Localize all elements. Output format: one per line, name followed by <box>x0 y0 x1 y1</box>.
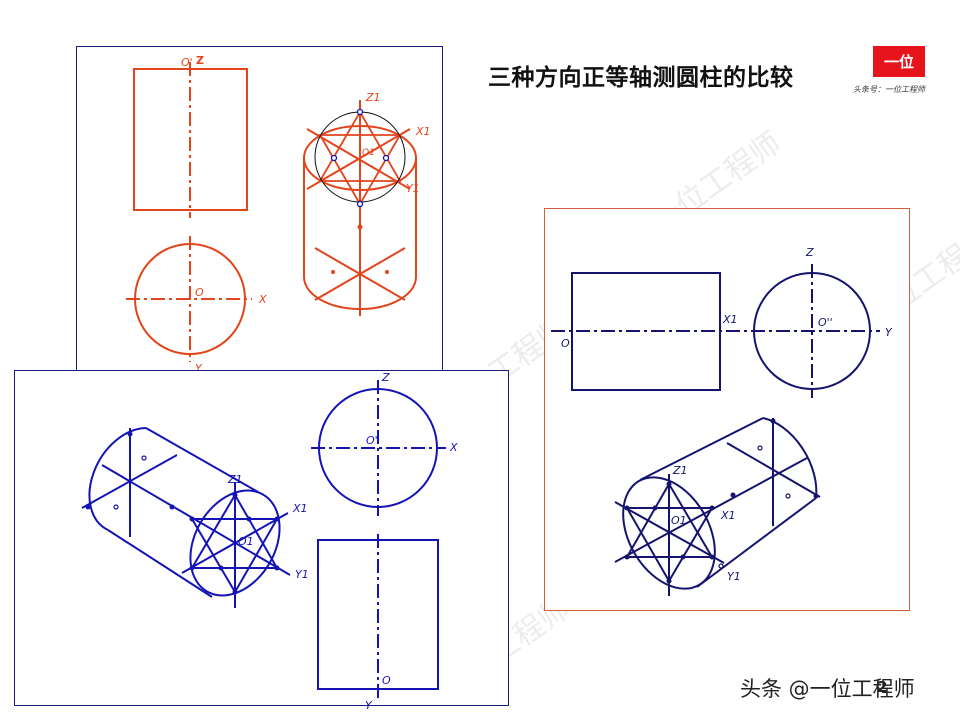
label-iso-y1: Y1 <box>727 570 741 583</box>
label-iso-x1: X1 <box>415 125 431 138</box>
label-top-y: Y <box>365 699 373 712</box>
label-side-z: Z <box>805 246 814 259</box>
hex-line <box>191 518 236 593</box>
label-iso-z1: Z1 <box>227 473 243 486</box>
panel-2-border <box>14 370 509 706</box>
iso-y-axis <box>614 501 725 564</box>
panel-3-border <box>544 208 910 611</box>
hexagram-down <box>318 134 402 206</box>
footer-credit: 头条 @一位工程师 <box>740 677 915 701</box>
label-iso-o1: O1 <box>671 514 687 527</box>
label-iso-x1: X1 <box>720 509 736 522</box>
slide-title: 三种方向正等轴测圆柱的比较 <box>488 65 794 91</box>
page-number: 2 <box>877 678 888 696</box>
iso-y-line <box>306 128 411 190</box>
back-diag <box>81 454 178 509</box>
hex-line <box>626 507 670 582</box>
label-top-origin: O <box>382 674 391 687</box>
label-iso-z1: Z1 <box>672 464 688 477</box>
hexagram-up <box>318 110 402 182</box>
label-front-z: Z <box>196 54 204 67</box>
panel-vertical-axis: O' Z O X Y Z1 X1 Y1 O1 <box>76 46 443 375</box>
hex-line <box>668 507 713 582</box>
label-top-x: X <box>258 293 267 306</box>
label-front-x: X <box>449 441 458 454</box>
label-top-origin: O <box>195 286 204 299</box>
label-iso-x1: X1 <box>292 502 308 515</box>
iso-top-generator <box>145 427 259 493</box>
brand-caption: 头条号：一位工程师 <box>853 85 925 94</box>
brand-logo: 一位 <box>873 46 925 77</box>
back-diag <box>726 442 821 498</box>
hex-line <box>234 494 278 569</box>
label-iso-o1: O1 <box>238 535 254 548</box>
hex-line <box>626 483 670 558</box>
label-top-y: Y <box>195 362 203 375</box>
panel-y-axis: O' Z X O Y Z1 X1 Y1 O1 <box>14 370 509 712</box>
hex-line <box>234 518 278 593</box>
construction-points <box>330 108 390 208</box>
label-iso-z1: Z1 <box>365 91 381 104</box>
iso-bottom-line-2 <box>314 247 406 301</box>
label-side-origin: O'' <box>818 316 833 329</box>
iso-bottom-generator <box>107 529 213 598</box>
label-front-z: Z <box>381 371 390 384</box>
label-front-origin: O' <box>181 56 193 69</box>
label-iso-y1: Y1 <box>406 182 420 195</box>
label-front-origin: O' <box>366 434 378 447</box>
iso-top-generator <box>639 417 764 481</box>
hex-line <box>191 494 236 569</box>
hex-line <box>668 483 713 558</box>
label-front-x1: X1 <box>722 313 738 326</box>
panel-x-axis: O X1 O'' Z Y Z1 X1 Y1 O1 <box>544 208 910 611</box>
panel-1-border <box>76 46 443 371</box>
label-iso-o1: O1 <box>362 148 375 158</box>
label-iso-y1: Y1 <box>295 568 309 581</box>
label-front-origin: O <box>561 337 570 350</box>
label-side-y: Y <box>885 326 893 339</box>
iso-bottom-generator <box>696 497 817 588</box>
